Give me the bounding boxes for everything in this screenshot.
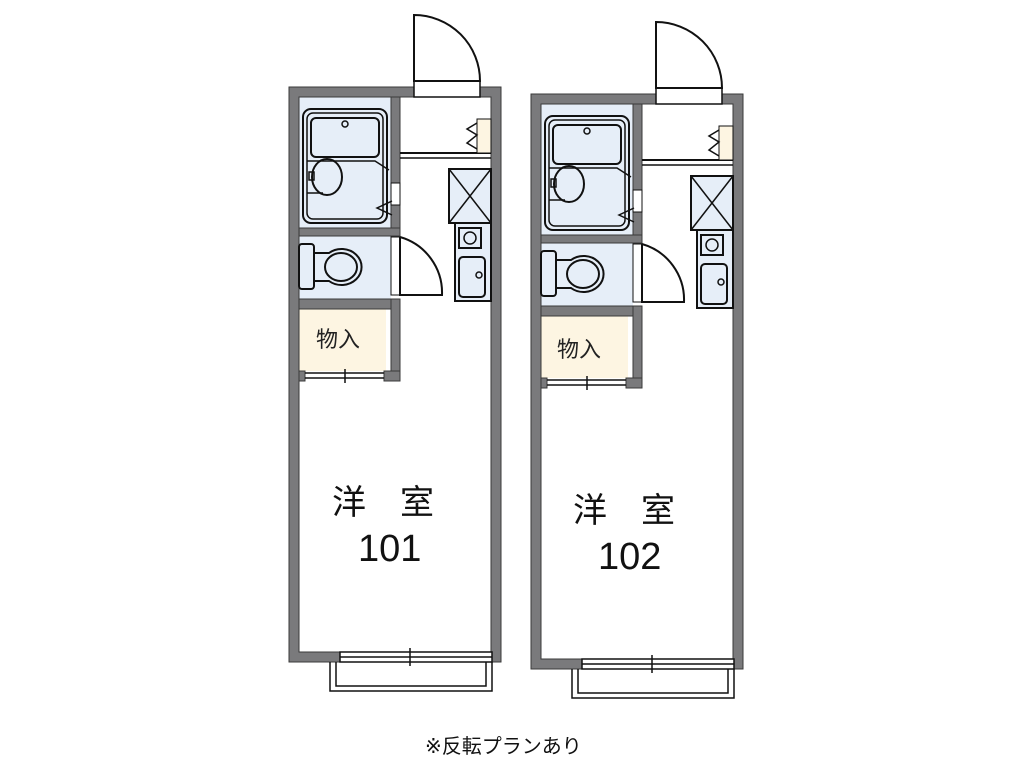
unit-102-room-number: 102	[598, 536, 662, 578]
balcony-icon	[571, 669, 735, 699]
unit-101-closet-label: 物入	[316, 328, 361, 353]
unit-102-plan	[530, 20, 744, 699]
balcony-icon	[329, 662, 493, 692]
reversed-plan-note: ※反転プランあり	[425, 734, 582, 758]
entrance-door-icon	[413, 80, 481, 98]
entrance-door-icon	[655, 87, 723, 105]
unit-101-plan	[288, 13, 502, 692]
unit-102-closet-label: 物入	[557, 338, 602, 363]
unit-101-room-type: 洋 室	[332, 483, 434, 523]
unit-101-room-number: 101	[358, 528, 422, 570]
unit-102-room-type: 洋 室	[573, 491, 675, 531]
